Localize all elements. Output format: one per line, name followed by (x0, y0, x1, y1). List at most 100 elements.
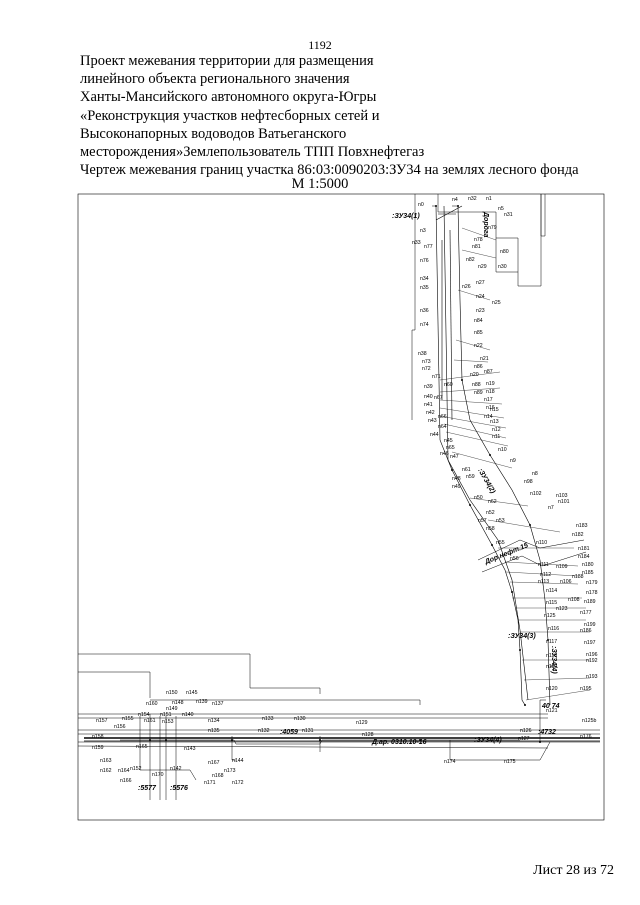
point-n126: n126 (520, 728, 532, 734)
point-n180: n180 (582, 562, 594, 568)
point-n85: n85 (474, 330, 483, 336)
point-n164: n164 (118, 768, 130, 774)
point-n64: n64 (438, 424, 447, 430)
point-n34: n34 (420, 276, 429, 282)
point-n115: n115 (546, 600, 557, 606)
point-labels-upper: n0 n4 n32 n1 n5 n31 n79 n3 n33 n77 n78 n… (412, 196, 598, 714)
point-n151: n151 (160, 712, 172, 718)
point-n157: n157 (96, 718, 108, 724)
point-n116: n116 (548, 626, 559, 632)
point-n149: n149 (166, 706, 178, 712)
point-n81: n81 (472, 244, 481, 250)
point-n117: n117 (546, 639, 557, 645)
point-n17: n17 (484, 397, 493, 403)
point-n38: n38 (418, 351, 427, 357)
point-n39: n39 (424, 384, 433, 390)
point-n19: n19 (486, 381, 495, 387)
point-n114: n114 (546, 588, 557, 594)
point-n109: n109 (556, 564, 568, 570)
point-n135: n135 (208, 728, 220, 734)
point-n56: n56 (510, 556, 519, 562)
point-n170: n170 (152, 772, 164, 778)
point-n57: n57 (478, 518, 487, 524)
point-n89: n89 (474, 390, 483, 396)
point-n137: n137 (212, 701, 224, 707)
point-n11: n11 (492, 434, 500, 440)
point-n44: n44 (430, 432, 439, 438)
point-n159: n159 (92, 745, 104, 751)
point-n52: n52 (486, 510, 495, 516)
point-n3: n3 (420, 228, 426, 234)
point-n152: n152 (130, 766, 142, 772)
cross-lines (439, 227, 591, 701)
plot-label-4059: :4059 (280, 729, 298, 736)
point-n14: n14 (484, 414, 493, 420)
plot-label-5576: :5576 (170, 785, 188, 792)
plot-label-zu34-2: :ЗУ34(2) (476, 468, 496, 496)
point-n78: n78 (474, 237, 483, 243)
point-n108: n108 (568, 597, 580, 603)
point-n0: n0 (418, 202, 424, 208)
point-n48: n48 (452, 476, 461, 482)
point-n134: n134 (208, 718, 220, 724)
point-n188: n188 (572, 574, 584, 580)
point-n197: n197 (584, 640, 596, 646)
lower-boundary-lines (77, 653, 600, 800)
point-n153: n153 (162, 719, 174, 725)
point-n162: n162 (100, 768, 112, 774)
point-n84: n84 (474, 318, 483, 324)
point-n4: n4 (452, 197, 458, 203)
point-n71: n71 (432, 374, 441, 380)
point-n1: n1 (486, 196, 492, 202)
point-n82: n82 (466, 257, 475, 263)
title-line-2: линейного объекта регионального значения (80, 71, 350, 88)
map-scale: М 1:5000 (291, 176, 349, 192)
point-n195: n195 (580, 686, 592, 692)
drawing-frame (77, 193, 605, 821)
upper-block-lines (411, 194, 546, 420)
point-n158: n158 (92, 734, 104, 740)
point-n21: n21 (480, 356, 489, 362)
point-n7: n7 (548, 505, 554, 511)
point-n101: n101 (558, 499, 570, 505)
point-n102: n102 (530, 491, 542, 497)
point-n166: n166 (120, 778, 132, 784)
point-n9: n9 (510, 458, 516, 464)
point-n86: n86 (474, 364, 483, 370)
corridor-lines (432, 205, 551, 706)
point-n36: n36 (420, 308, 429, 314)
point-n24: n24 (476, 294, 485, 300)
point-n127: n127 (518, 736, 530, 742)
title-line-1: Проект межевания территории для размещен… (80, 53, 374, 69)
point-n65: n65 (446, 445, 455, 451)
diagonal-road (477, 539, 587, 573)
page-number: 1192 (308, 38, 332, 52)
point-n43: n43 (428, 418, 437, 424)
point-n178: n178 (586, 590, 598, 596)
point-n189: n189 (584, 599, 596, 605)
point-n30: n30 (498, 264, 507, 270)
point-n130: n130 (294, 716, 306, 722)
sheet-number: Лист 28 из 72 (533, 863, 614, 878)
point-n142: n142 (170, 766, 182, 772)
point-n119: n119 (546, 664, 557, 670)
point-n29: n29 (478, 264, 487, 270)
plot-label-5577: :5577 (138, 785, 157, 792)
point-n144: n144 (232, 758, 244, 764)
point-n62: n62 (488, 499, 497, 505)
point-n5: n5 (498, 206, 504, 212)
point-n27: n27 (476, 280, 485, 286)
point-n120: n120 (546, 686, 558, 692)
point-n185: n185 (582, 570, 594, 576)
point-n139: n139 (196, 699, 208, 705)
point-n140: n140 (182, 712, 194, 718)
point-n111: n111 (538, 562, 549, 568)
point-n22: n22 (474, 343, 483, 349)
point-n156: n156 (114, 724, 126, 730)
point-n125: n125 (544, 613, 556, 619)
point-n53: n53 (496, 518, 505, 524)
point-n41: n41 (424, 402, 433, 408)
point-n145: n145 (186, 690, 198, 696)
point-n32: n32 (468, 196, 477, 202)
point-n128: n128 (362, 732, 374, 738)
